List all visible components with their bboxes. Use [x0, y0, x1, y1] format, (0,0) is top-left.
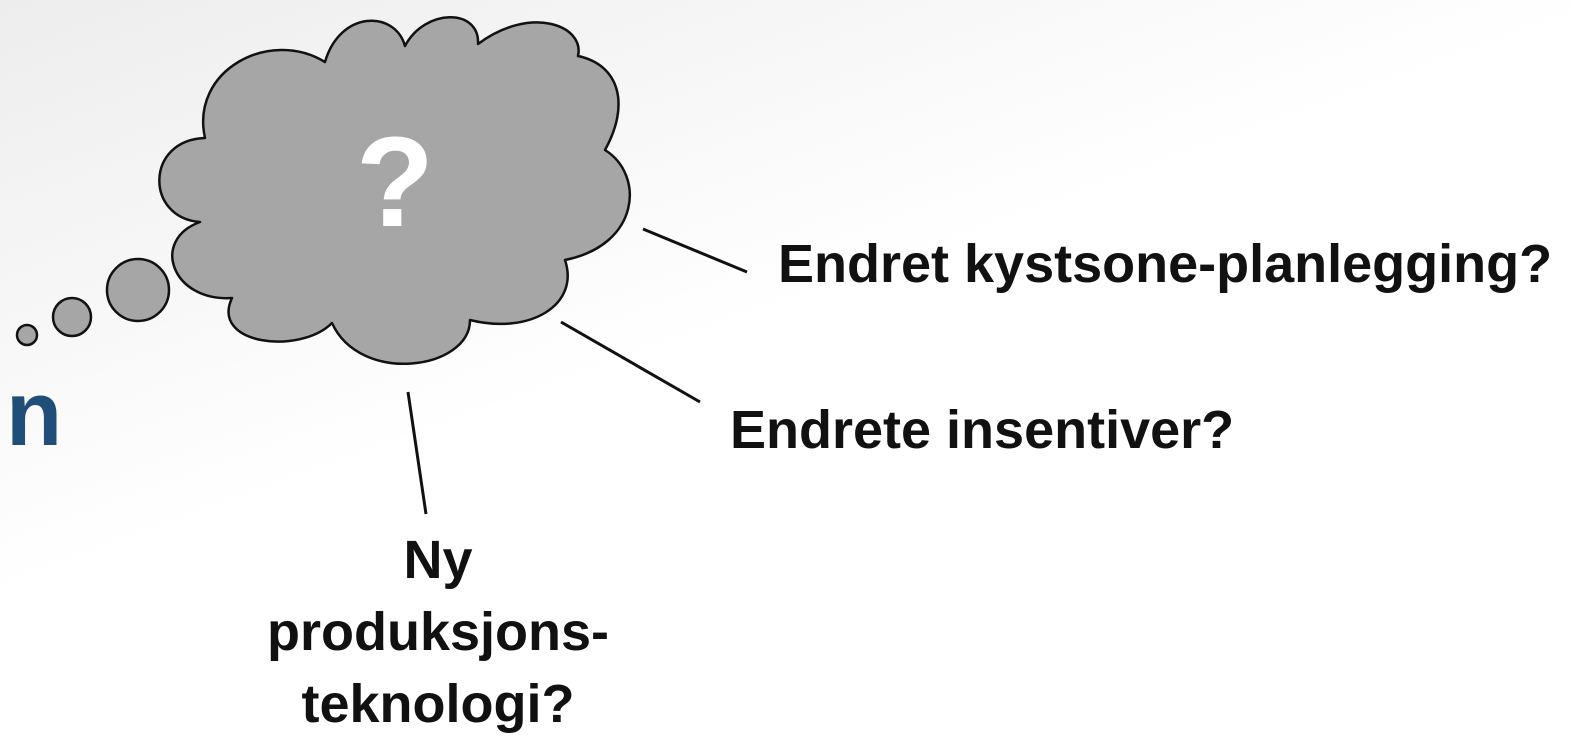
thought-bubble-large	[105, 257, 171, 323]
thought-bubble-small	[15, 323, 39, 347]
thought-cloud	[158, 16, 631, 365]
thought-bubble-medium	[51, 296, 93, 338]
label-teknologi-line-3: teknologi?	[301, 674, 575, 734]
connector-insentiver	[560, 320, 701, 404]
label-kystsone-planlegging: Endret kystsone-planlegging?	[778, 234, 1553, 294]
label-ny-produksjonsteknologi: Ny produksjons- teknologi?	[248, 524, 628, 740]
question-mark: ?	[355, 111, 435, 254]
label-teknologi-line-1: Ny	[403, 530, 473, 590]
connector-kystsone	[642, 227, 748, 274]
label-endrete-insentiver: Endrete insentiver?	[730, 400, 1235, 460]
connector-teknologi	[406, 391, 428, 515]
edge-letter: n	[6, 363, 63, 465]
label-teknologi-line-2: produksjons-	[266, 602, 609, 662]
